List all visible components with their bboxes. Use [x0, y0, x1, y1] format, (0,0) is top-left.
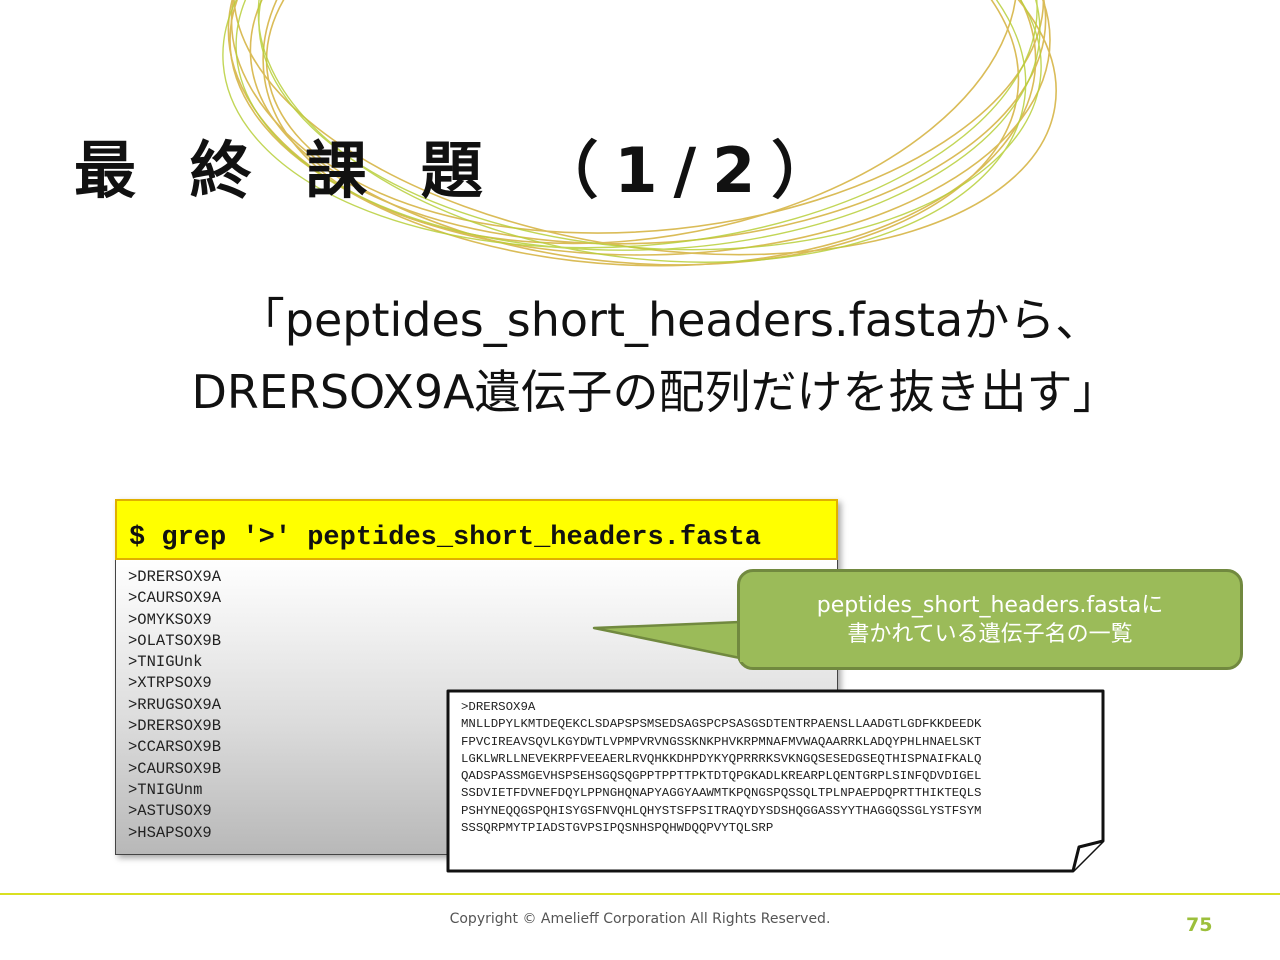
- copyright-text: Copyright © Amelieff Corporation All Rig…: [449, 911, 831, 927]
- sequence-note: >DRERSOX9A MNLLDPYLKMTDEQEKCLSDAPSPSMSED…: [446, 689, 1106, 873]
- callout-line1: peptides_short_headers.fastaに: [816, 593, 1164, 618]
- task-description-line2: DRERSOX9A遺伝子の配列だけを抜き出す」: [191, 365, 1119, 419]
- output-line: >XTRPSOX9: [128, 674, 212, 693]
- command-line: $ grep '>' peptides_short_headers.fasta: [115, 499, 838, 560]
- output-line: >ASTUSOX9: [128, 802, 212, 821]
- footer-divider: [0, 893, 1280, 895]
- callout-tail-joint: [740, 618, 749, 662]
- output-list: >DRERSOX9A >CAURSOX9A >OMYKSOX9 >OLATSOX9B >…: [128, 567, 837, 844]
- output-line: >OLATSOX9B: [128, 631, 222, 650]
- output-line: >DRERSOX9B: [128, 717, 222, 736]
- output-line: >TNIGUnm: [128, 780, 203, 799]
- output-line: >CAURSOX9A: [128, 589, 222, 608]
- output-line: >HSAPSOX9: [128, 823, 212, 842]
- output-line: >TNIGUnk: [128, 653, 203, 672]
- output-line: >OMYKSOX9: [128, 610, 212, 629]
- fasta-sequence: >DRERSOX9A MNLLDPYLKMTDEQEKCLSDAPSPSMSED…: [461, 700, 982, 836]
- task-description-line1: 「peptides_short_headers.fastaから、: [238, 293, 1102, 347]
- callout-bubble: peptides_short_headers.fastaに 書かれている遺伝子名…: [737, 569, 1243, 670]
- page-number: 75: [1186, 914, 1213, 936]
- output-line: >DRERSOX9A: [128, 568, 222, 586]
- callout-line2: 書かれている遺伝子名の一覧: [847, 622, 1133, 647]
- callout-tail: [592, 620, 742, 660]
- note-shape: [446, 689, 1105, 873]
- output-line: >RRUGSOX9A: [128, 695, 222, 714]
- output-line: >CCARSOX9B: [128, 738, 222, 757]
- output-line: >CAURSOX9B: [128, 759, 222, 778]
- slide-title: 最 終 課 題 （1/2）: [74, 134, 850, 207]
